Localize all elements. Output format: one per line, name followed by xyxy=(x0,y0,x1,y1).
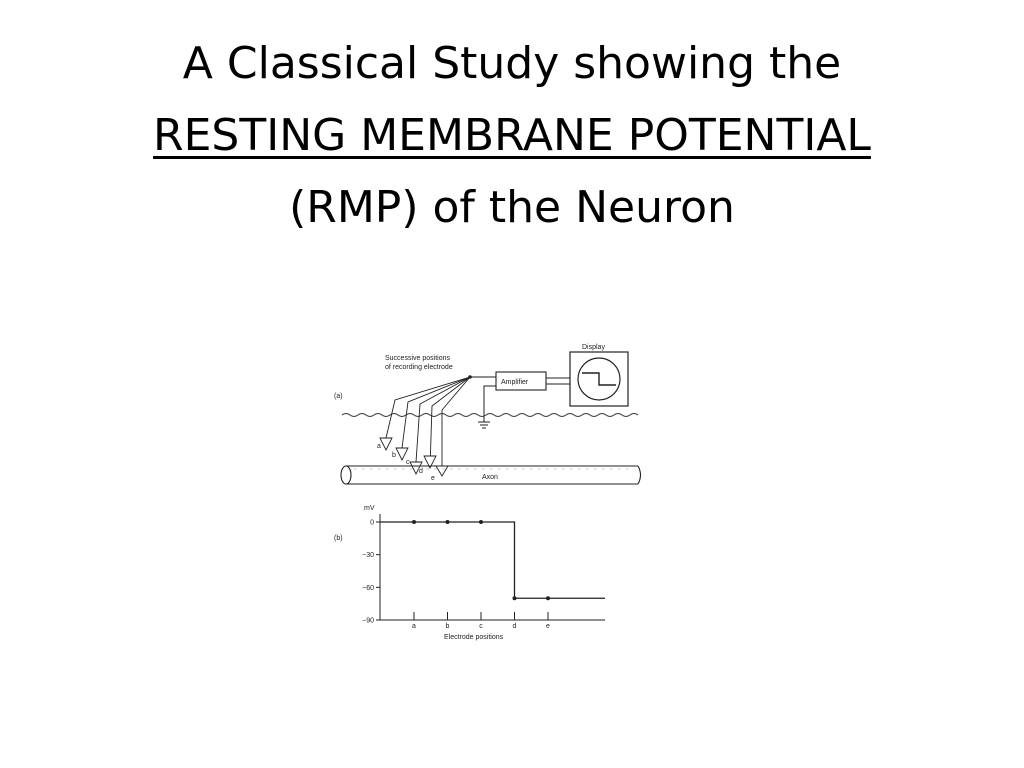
display-label: Display xyxy=(582,344,605,351)
electrode-tips xyxy=(379,437,449,477)
electrode-letter-b: b xyxy=(392,452,396,459)
electrode-caption-2: of recording electrode xyxy=(385,364,453,371)
slide-title: A Classical Study showing the RESTING ME… xyxy=(0,28,1024,244)
display-trace xyxy=(582,372,616,386)
electrode-letter-d: d xyxy=(419,468,423,475)
title-line-2: RESTING MEMBRANE POTENTIAL xyxy=(153,110,871,161)
x-tick-label: d xyxy=(513,623,517,630)
title-line-3: (RMP) of the Neuron xyxy=(289,182,735,233)
rmp-figure: (a) Display Amplifier Successive positio… xyxy=(334,344,642,641)
electrode-letter-a: a xyxy=(377,443,381,450)
y-tick-label: −60 xyxy=(362,585,374,592)
amplifier-label: Amplifier xyxy=(501,379,529,386)
electrode-caption-1: Successive positions xyxy=(385,355,450,362)
title-line-1: A Classical Study showing the xyxy=(182,38,842,89)
amplifier-box xyxy=(495,371,547,391)
x-tick-label: c xyxy=(479,623,483,630)
axon-label: Axon xyxy=(482,474,498,481)
data-point-b xyxy=(445,520,450,524)
x-tick-label: e xyxy=(546,623,550,630)
electrode-letter-c: c xyxy=(406,459,410,466)
bath-surface xyxy=(341,413,639,417)
data-point-c xyxy=(479,520,483,524)
display-screen xyxy=(577,357,621,401)
ground-symbol xyxy=(478,385,496,429)
axon xyxy=(340,465,642,485)
data-point-d xyxy=(512,596,517,601)
electrode-letter-e: e xyxy=(431,475,435,482)
y-tick-label: 0 xyxy=(370,520,374,527)
x-tick-label: a xyxy=(412,623,416,630)
y-tick-label: −30 xyxy=(362,552,374,559)
electrode-wires xyxy=(385,376,471,469)
data-point-a xyxy=(412,520,416,524)
data-point-e xyxy=(546,596,550,601)
y-tick-label: −90 xyxy=(362,618,374,625)
panel-a-label: (a) xyxy=(334,393,343,400)
x-tick-label: b xyxy=(446,623,450,630)
y-axis-label: mV xyxy=(364,505,375,512)
x-axis-label: Electrode positions xyxy=(444,634,504,641)
panel-b-label: (b) xyxy=(334,535,343,542)
rmp-chart: 0 −30 −60 −90 a b c d e xyxy=(362,514,605,630)
rmp-trace xyxy=(380,521,605,599)
